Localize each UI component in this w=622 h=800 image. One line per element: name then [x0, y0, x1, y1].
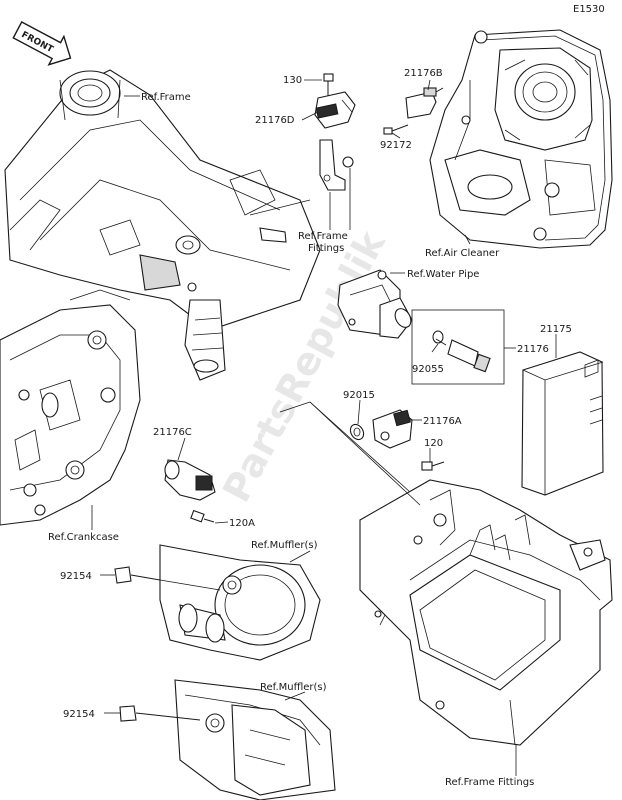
- label-part-21176C[interactable]: 21176C: [153, 427, 192, 438]
- label-part-92154-upper[interactable]: 92154: [60, 571, 92, 582]
- label-part-21176D-top[interactable]: 21176D: [255, 115, 295, 126]
- label-part-92055[interactable]: 92055: [412, 364, 444, 375]
- label-ref-frame-fittings-line1[interactable]: Ref.Frame: [298, 231, 348, 242]
- label-part-92015[interactable]: 92015: [343, 390, 375, 401]
- plug-92154-lower: [119, 705, 201, 722]
- water-pipe-illustration: [337, 269, 413, 339]
- label-part-21175[interactable]: 21175: [540, 324, 572, 335]
- label-ref-air-cleaner[interactable]: Ref.Air Cleaner: [425, 248, 500, 259]
- bolt-130: [323, 73, 334, 96]
- label-part-120[interactable]: 120: [424, 438, 443, 449]
- sensor-21176: [435, 338, 491, 373]
- label-ref-frame-fittings-bottom[interactable]: Ref.Frame Fittings: [445, 777, 534, 788]
- bolt-120: [421, 461, 445, 471]
- ecu-21175: [521, 351, 604, 496]
- air-cleaner-illustration: [429, 29, 613, 249]
- label-part-120A[interactable]: 120A: [229, 518, 255, 529]
- label-ref-frame[interactable]: Ref.Frame: [141, 92, 191, 103]
- label-ref-frame-fittings-line2[interactable]: Fittings: [308, 243, 344, 254]
- diagram-code: E1530: [573, 4, 605, 15]
- label-part-92172[interactable]: 92172: [380, 140, 412, 151]
- label-part-21176B[interactable]: 21176B: [404, 68, 443, 79]
- label-part-21176[interactable]: 21176: [517, 344, 549, 355]
- label-part-130[interactable]: 130: [283, 75, 302, 86]
- leader-lines: [91, 79, 557, 776]
- sensor-21176D-top: [314, 91, 356, 129]
- label-part-21176A[interactable]: 21176A: [423, 416, 462, 427]
- bolt-120A: [190, 509, 215, 523]
- grommet-92015: [349, 423, 365, 441]
- screw-92172: [383, 124, 409, 135]
- label-ref-water-pipe[interactable]: Ref.Water Pipe: [407, 269, 479, 280]
- callout-box-21176: [411, 309, 505, 385]
- o-ring-92055: [432, 330, 444, 344]
- label-ref-muffler-lower[interactable]: Ref.Muffler(s): [260, 682, 327, 693]
- frame-illustration: [4, 69, 321, 381]
- sensor-21176C: [164, 459, 216, 501]
- label-part-92154-lower[interactable]: 92154: [63, 709, 95, 720]
- label-ref-muffler-upper[interactable]: Ref.Muffler(s): [251, 540, 318, 551]
- plug-92154-upper: [114, 566, 161, 584]
- sensor-21176A: [372, 409, 413, 449]
- muffler-upper: [159, 544, 321, 661]
- sensor-21176B: [405, 87, 444, 119]
- label-ref-crankcase[interactable]: Ref.Crankcase: [48, 532, 119, 543]
- crankcase-illustration: [0, 304, 141, 526]
- frame-fittings-tray: [359, 479, 613, 746]
- bracket-frame-fittings: [319, 139, 354, 191]
- muffler-lower: [174, 679, 336, 800]
- front-arrow-icon: FRONT: [12, 21, 72, 66]
